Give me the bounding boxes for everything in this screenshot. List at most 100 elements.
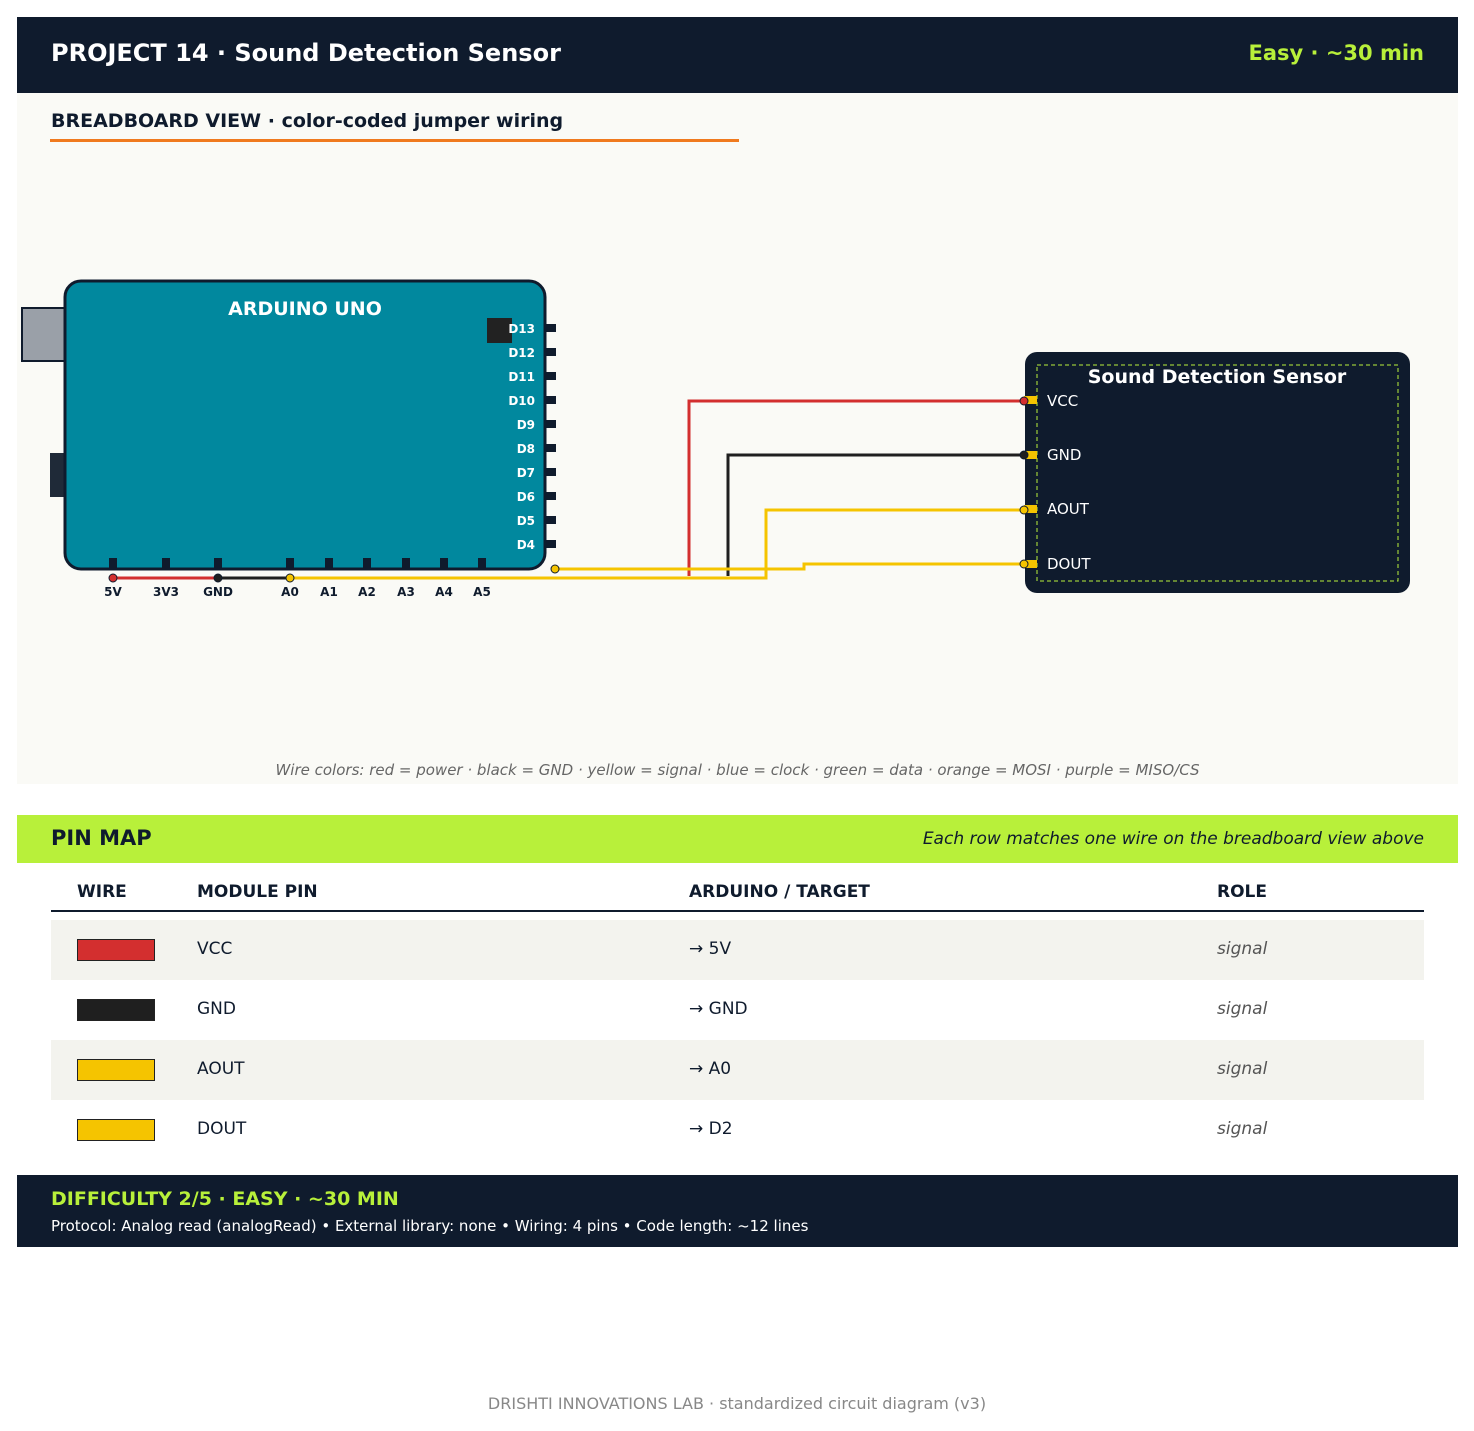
- breadboard-title: BREADBOARD VIEW · color-coded jumper wir…: [51, 110, 564, 132]
- module-title: Sound Detection Sensor: [1088, 366, 1347, 388]
- module-pin-cell: GND: [197, 999, 236, 1019]
- pin-map-bar: PIN MAP Each row matches one wire on the…: [17, 815, 1458, 863]
- pin-5v: [109, 558, 117, 568]
- pin-label-d12: D12: [508, 346, 535, 360]
- title-underline: [50, 139, 739, 142]
- pin-a2: [363, 558, 371, 568]
- pin-a5: [478, 558, 486, 568]
- column-header-role: ROLE: [1217, 882, 1267, 902]
- sensor-module: [1025, 352, 1410, 593]
- pin-label-d6: D6: [517, 490, 535, 504]
- pin-label-a0: A0: [281, 585, 299, 599]
- column-header-module-pin: MODULE PIN: [197, 882, 318, 902]
- wire-end-a0: [285, 573, 295, 583]
- table-row: AOUT → A0 signal: [51, 1040, 1424, 1100]
- difficulty-footer: DIFFICULTY 2/5 · EASY · ~30 MIN Protocol…: [17, 1175, 1458, 1247]
- pin-d4: [546, 540, 556, 548]
- pin-label-gnd: GND: [203, 585, 233, 599]
- project-details: Protocol: Analog read (analogRead) • Ext…: [51, 1217, 809, 1235]
- module-pin-label-aout: AOUT: [1047, 500, 1090, 518]
- module-pin-gnd: [1024, 451, 1037, 459]
- pin-d7: [546, 468, 556, 476]
- pin-d13: [546, 324, 556, 332]
- pin-label-d8: D8: [517, 442, 535, 456]
- power-jack: [50, 453, 66, 497]
- header-rule: [51, 910, 1424, 912]
- role-cell: signal: [1217, 1119, 1268, 1139]
- board-label: ARDUINO UNO: [228, 298, 382, 320]
- wire-dout-d2: [555, 562, 1024, 571]
- pin-d10: [546, 396, 556, 404]
- pin-a0: [286, 558, 294, 568]
- digital-header: [546, 324, 556, 548]
- wire-end-gnd: [213, 573, 223, 583]
- target-cell: → A0: [689, 1059, 732, 1079]
- table-row: VCC → 5V signal: [51, 920, 1424, 980]
- wire-end-aout: [1019, 505, 1029, 515]
- module-pin-cell: AOUT: [197, 1059, 245, 1079]
- pin-map-title: PIN MAP: [51, 826, 152, 850]
- arduino-board: [63, 279, 547, 571]
- column-header-target: ARDUINO / TARGET: [689, 882, 870, 902]
- breadboard-panel: BREADBOARD VIEW · color-coded jumper wir…: [17, 93, 1458, 784]
- wire-gnd-route: [726, 453, 1024, 576]
- pin-d9: [546, 420, 556, 428]
- target-cell: → 5V: [689, 939, 732, 959]
- role-cell: signal: [1217, 999, 1268, 1019]
- pin-label-a2: A2: [358, 585, 376, 599]
- project-title: PROJECT 14 · Sound Detection Sensor: [51, 39, 561, 67]
- usb-connector: [21, 307, 69, 362]
- table-row: DOUT → D2 signal: [51, 1100, 1424, 1160]
- module-pin-label-vcc: VCC: [1047, 392, 1078, 410]
- pin-gnd: [214, 558, 222, 568]
- difficulty-summary: DIFFICULTY 2/5 · EASY · ~30 MIN: [51, 1188, 399, 1210]
- wire-end-5v: [108, 573, 118, 583]
- pin-label-d4: D4: [517, 538, 535, 552]
- pin-d6: [546, 492, 556, 500]
- role-cell: signal: [1217, 1059, 1268, 1079]
- module-pin-cell: DOUT: [197, 1119, 247, 1139]
- module-pin-vcc: [1024, 396, 1037, 404]
- pin-label-a4: A4: [435, 585, 453, 599]
- role-cell: signal: [1217, 939, 1268, 959]
- pin-label-d7: D7: [517, 466, 535, 480]
- pin-d8: [546, 444, 556, 452]
- pin-label-d11: D11: [508, 370, 535, 384]
- pin-label-d10: D10: [508, 394, 535, 408]
- target-cell: → GND: [689, 999, 748, 1019]
- wire-aout-a0: [290, 508, 1024, 580]
- title-bar: PROJECT 14 · Sound Detection Sensor Easy…: [17, 17, 1458, 93]
- table-row: GND → GND signal: [51, 980, 1424, 1040]
- pin-d12: [546, 348, 556, 356]
- wire-end-module-gnd: [1019, 450, 1029, 460]
- module-pin-aout: [1024, 505, 1037, 513]
- pin-a3: [402, 558, 410, 568]
- module-pin-cell: VCC: [197, 939, 233, 959]
- wire-end-d2: [550, 564, 560, 574]
- pin-a4: [440, 558, 448, 568]
- wire-color-legend: Wire colors: red = power · black = GND ·…: [275, 761, 1200, 779]
- pin-d11: [546, 372, 556, 380]
- pin-a1: [325, 558, 333, 568]
- pin-map-subtitle: Each row matches one wire on the breadbo…: [922, 829, 1424, 849]
- pin-label-3v3: 3V3: [153, 585, 179, 599]
- power-analog-header: [109, 558, 486, 568]
- pin-label-d5: D5: [517, 514, 535, 528]
- pin-3v3: [162, 558, 170, 568]
- pin-label-5v: 5V: [104, 585, 122, 599]
- wiring-diagram: ARDUINO UNO D13 D12 D11 D10 D9 D8 D7 D6 …: [21, 279, 1410, 599]
- wire-end-vcc: [1019, 396, 1029, 406]
- module-pin-dout: [1024, 560, 1037, 568]
- wire-end-dout: [1019, 559, 1029, 569]
- pin-label-a1: A1: [320, 585, 338, 599]
- difficulty-duration: Easy · ~30 min: [1248, 41, 1424, 65]
- wire-swatch: [77, 939, 155, 961]
- pin-label-a3: A3: [397, 585, 415, 599]
- pin-label-a5: A5: [473, 585, 491, 599]
- column-header-wire: WIRE: [77, 882, 127, 902]
- wire-swatch: [77, 1119, 155, 1141]
- target-cell: → D2: [689, 1119, 733, 1139]
- wire-swatch: [77, 1059, 155, 1081]
- wire-swatch: [77, 999, 155, 1021]
- module-pin-label-gnd: GND: [1047, 446, 1081, 464]
